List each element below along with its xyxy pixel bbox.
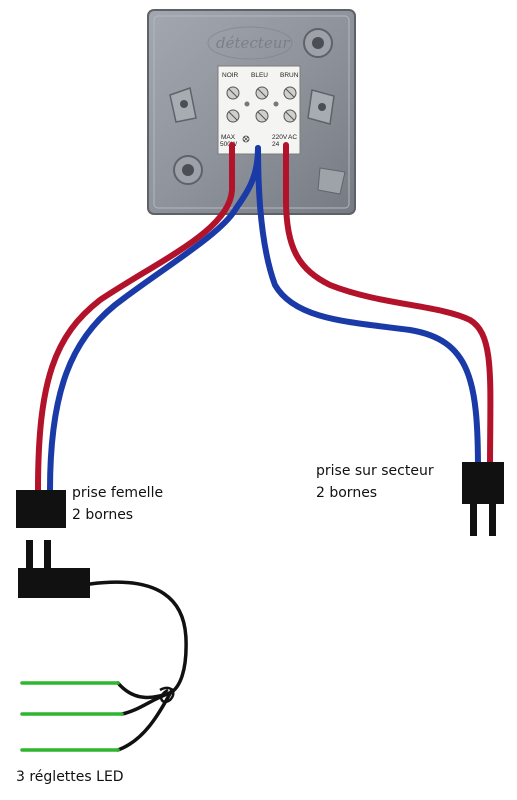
rating-voltage: 220V (272, 134, 288, 141)
terminal-label-bleu: BLEU (251, 72, 268, 79)
rating-ac: AC (288, 134, 297, 141)
female-socket-label-line1: prise femelle (72, 485, 164, 501)
mains-plug-label-line2: 2 bornes (316, 485, 378, 501)
led-strips-label-text: 3 réglettes LED (16, 769, 124, 785)
lamp-symbol-icon (242, 135, 250, 143)
blue-wire-to-female-socket (47, 145, 261, 493)
female-socket (16, 490, 66, 528)
rating-max: MAX (221, 134, 236, 141)
brand-text: détecteur (216, 34, 290, 52)
mains-plug-label-line1: prise sur secteur (316, 463, 434, 479)
led-strips-label: 3 réglettes LED (16, 766, 124, 788)
black-wire-knot (159, 686, 175, 704)
rating-watts: 500W (220, 141, 238, 148)
male-plug-icon (18, 540, 90, 598)
female-socket-label-line2: 2 bornes (72, 507, 134, 523)
corner-foot-bottom-right (317, 167, 346, 195)
red-wire-to-mains-plug (283, 142, 494, 473)
blue-wire-to-mains-plug (255, 145, 481, 473)
mount-tab-right (307, 89, 335, 125)
terminal-block: NOIR BLEU BRUN MAX 500W 220V 24 AC (217, 65, 301, 155)
black-wire-to-strip-2 (120, 691, 172, 716)
female-socket-label: prise femelle 2 bornes (72, 482, 163, 526)
rating-voltage-extra: 24 (272, 141, 280, 148)
black-wire-loop (88, 580, 188, 695)
screw-hole-bottom-left (173, 155, 203, 185)
terminal-screws (226, 86, 297, 123)
mains-plug-label: prise sur secteur 2 bornes (316, 460, 434, 504)
screw-hole-top-right (303, 28, 333, 58)
terminal-label-brun: BRUN (280, 72, 299, 79)
mount-tab-left (169, 87, 197, 123)
red-wire-to-female-socket (35, 142, 235, 493)
black-wire-to-strip-3 (116, 688, 174, 752)
mains-plug-icon (462, 462, 504, 536)
terminal-label-noir: NOIR (222, 72, 239, 79)
